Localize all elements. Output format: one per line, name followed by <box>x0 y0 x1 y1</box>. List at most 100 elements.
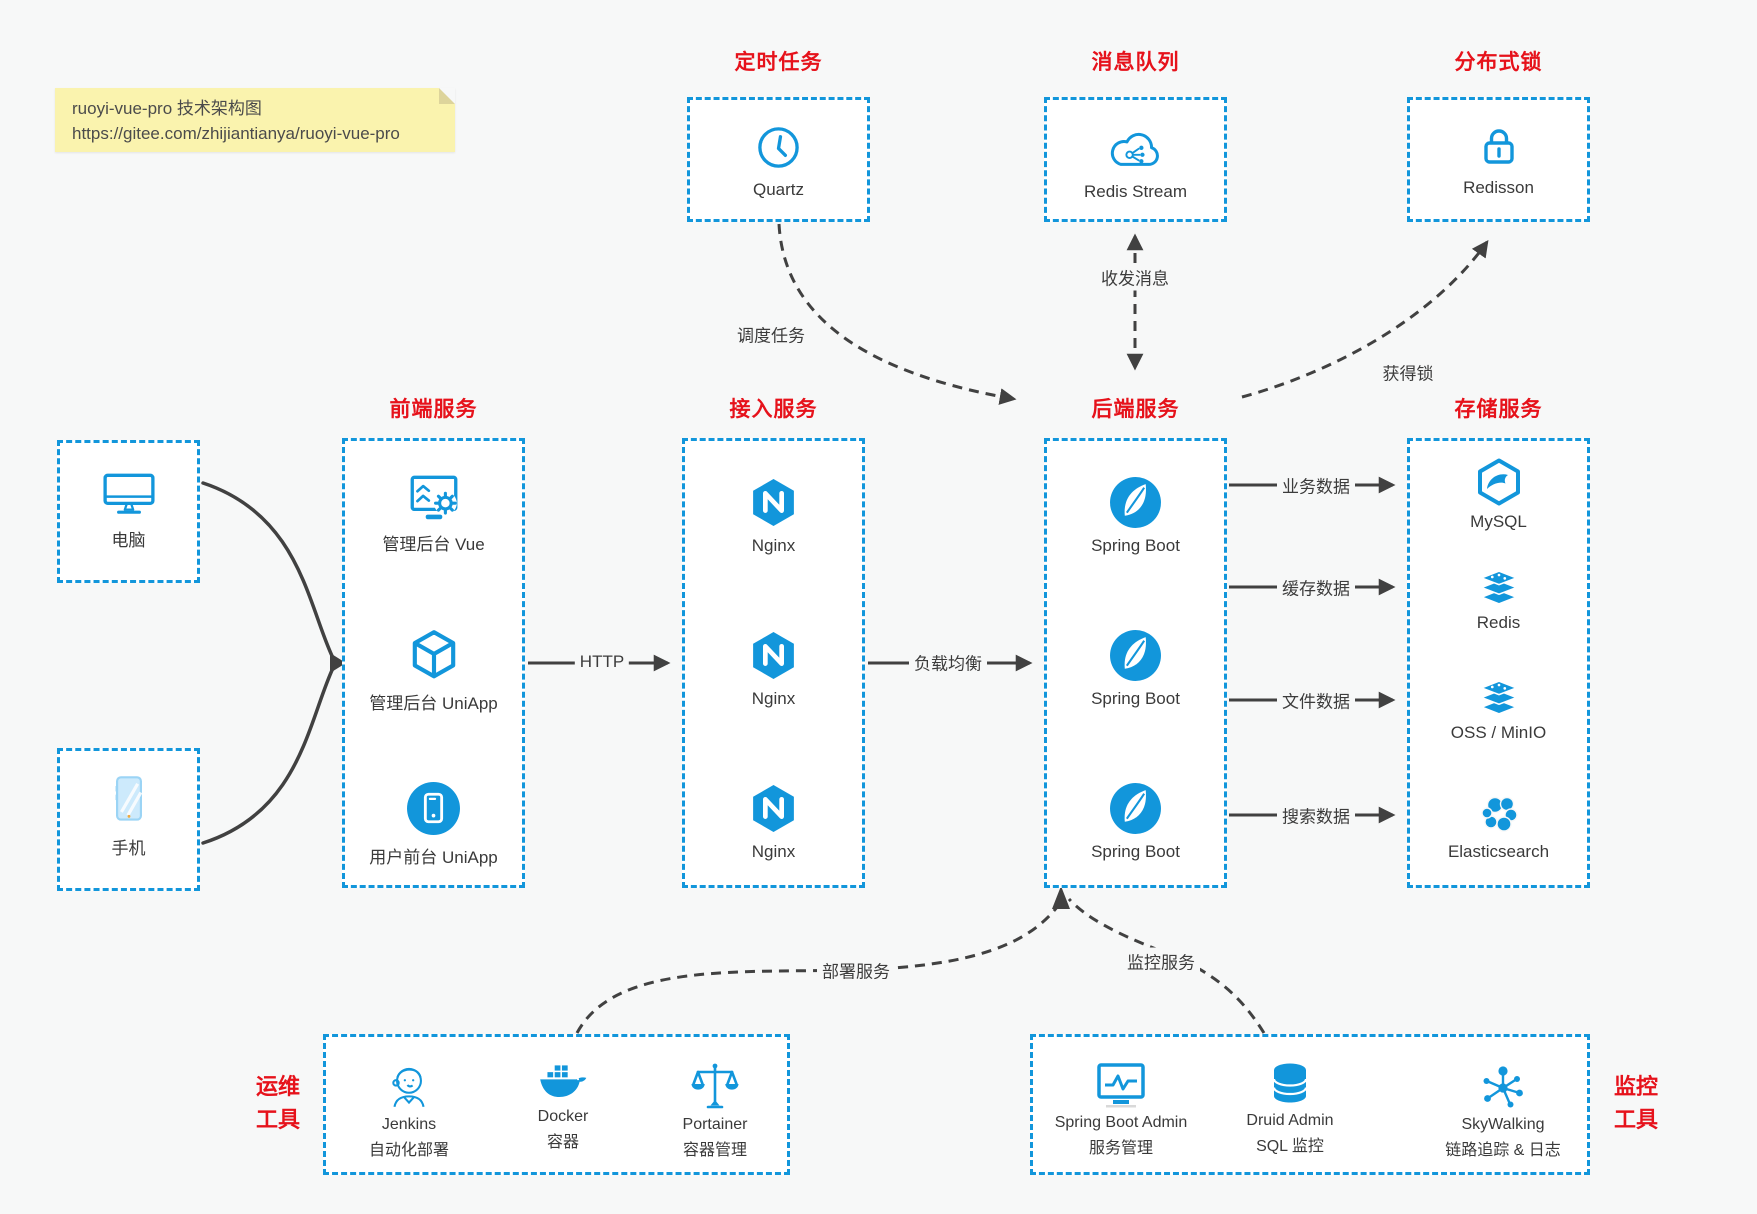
box-message-queue: Redis Stream <box>1044 97 1227 222</box>
arrow-phone-to-frontend <box>201 666 335 845</box>
box-access: Nginx Nginx Nginx <box>682 438 865 888</box>
note-url: https://gitee.com/zhijiantianya/ruoyi-vu… <box>72 123 400 143</box>
node-springboot-3: Spring Boot <box>1047 782 1224 862</box>
sticky-note: ruoyi-vue-pro 技术架构图 https://gitee.com/zh… <box>55 88 455 152</box>
mysql-icon <box>1474 457 1524 507</box>
edge-label-acquire-lock: 获得锁 <box>1377 358 1439 386</box>
node-redis: Redis <box>1410 569 1587 633</box>
smartphone-icon <box>103 773 155 825</box>
box-monitoring-tools: Spring Boot Admin 服务管理 Druid Admin SQL 监… <box>1030 1034 1590 1175</box>
node-label: Nginx <box>751 689 796 708</box>
springboot-admin-icon <box>1093 1061 1149 1109</box>
spring-boot-icon <box>1109 782 1162 835</box>
box-storage: MySQL Redis OSS / MinIO Elasticsearch <box>1407 438 1590 888</box>
node-label: Spring Boot <box>1091 689 1180 708</box>
node-label-line2: SQL 监控 <box>1256 1138 1324 1155</box>
node-skywalking: SkyWalking 链路追踪 & 日志 <box>1403 1061 1603 1163</box>
node-label-line1: Portainer <box>682 1116 748 1133</box>
group-title-frontend: 前端服务 <box>389 398 478 421</box>
nginx-icon <box>747 476 800 529</box>
jenkins-icon <box>382 1061 436 1111</box>
arrow-deploy-service <box>575 905 1060 1034</box>
node-user-uniapp: 用户前台 UniApp <box>345 781 522 868</box>
side-label-ops: 运维 工具 <box>255 1074 300 1132</box>
node-label: OSS / MinIO <box>1450 723 1547 742</box>
node-label: 管理后台 Vue <box>382 535 485 554</box>
admin-vue-icon <box>405 473 463 523</box>
box-backend: Spring Boot Spring Boot Spring Boot <box>1044 438 1227 888</box>
box-computer: 电脑 <box>57 440 200 583</box>
lock-icon <box>1475 123 1523 169</box>
node-druid-admin: Druid Admin SQL 监控 <box>1190 1061 1390 1159</box>
arrowhead-ops-to-backend <box>1052 886 1070 909</box>
node-label-redis-stream: Redis Stream <box>1084 182 1187 201</box>
edge-label-file-data: 文件数据 <box>1277 686 1355 714</box>
node-label-line1: Spring Boot Admin <box>1054 1114 1188 1131</box>
group-title-scheduled-task: 定时任务 <box>734 51 823 74</box>
portainer-icon <box>689 1061 741 1111</box>
edge-label-monitor-service: 监控服务 <box>1122 947 1200 975</box>
druid-icon <box>1265 1061 1315 1107</box>
spring-boot-icon <box>1109 476 1162 529</box>
docker-icon <box>535 1061 591 1103</box>
node-label: Spring Boot <box>1091 536 1180 555</box>
storage-stack-icon <box>1474 679 1524 718</box>
edge-label-http: HTTP <box>574 651 630 673</box>
redis-icon <box>1474 569 1524 608</box>
node-label-line2: 容器 <box>546 1134 579 1151</box>
node-label-line1: Druid Admin <box>1246 1112 1334 1129</box>
node-label: 管理后台 UniApp <box>369 694 498 713</box>
clock-icon <box>755 124 802 171</box>
group-title-access: 接入服务 <box>729 398 818 421</box>
note-title: ruoyi-vue-pro 技术架构图 <box>72 99 262 118</box>
node-label: MySQL <box>1470 512 1527 531</box>
node-label-line1: SkyWalking <box>1461 1116 1545 1133</box>
node-label-computer: 电脑 <box>111 531 146 550</box>
edge-label-schedule-task: 调度任务 <box>732 320 810 348</box>
box-scheduled-task: Quartz <box>687 97 870 222</box>
node-label-quartz: Quartz <box>752 180 805 199</box>
skywalking-icon <box>1477 1061 1529 1111</box>
node-portainer: Portainer 容器管理 <box>615 1061 815 1163</box>
nginx-icon <box>747 782 800 835</box>
node-label: Redis <box>1476 613 1521 632</box>
spring-boot-icon <box>1109 629 1162 682</box>
mobile-app-icon <box>406 781 461 836</box>
node-label-line2: 链路追踪 & 日志 <box>1445 1142 1561 1159</box>
node-jenkins: Jenkins 自动化部署 <box>309 1061 509 1163</box>
node-springboot-1: Spring Boot <box>1047 476 1224 556</box>
edge-label-deploy-service: 部署服务 <box>817 956 895 984</box>
box-ops-tools: Jenkins 自动化部署 Docker 容器 Portainer 容器管理 <box>323 1034 790 1175</box>
node-label: Nginx <box>751 536 796 555</box>
node-label: Nginx <box>751 842 796 861</box>
node-label-line2: 容器管理 <box>682 1142 747 1159</box>
group-title-distributed-lock: 分布式锁 <box>1454 51 1543 74</box>
box-frontend: 管理后台 Vue 管理后台 UniApp 用户前台 UniApp <box>342 438 525 888</box>
cloud-network-icon <box>1108 128 1164 173</box>
box-distributed-lock: Redisson <box>1407 97 1590 222</box>
elasticsearch-icon <box>1474 791 1524 837</box>
node-label-line1: Docker <box>537 1108 589 1125</box>
node-admin-vue: 管理后台 Vue <box>345 473 522 555</box>
edge-label-load-balance: 负载均衡 <box>909 648 987 676</box>
cube-icon <box>406 627 462 682</box>
arrow-schedule-task <box>777 223 1017 405</box>
side-label-monitoring: 监控 工具 <box>1613 1074 1658 1132</box>
node-label-redisson: Redisson <box>1463 178 1534 197</box>
node-nginx-3: Nginx <box>685 782 862 862</box>
node-label-phone: 手机 <box>111 839 146 858</box>
box-phone: 手机 <box>57 748 200 891</box>
edge-label-send-receive-message: 收发消息 <box>1096 263 1174 291</box>
group-title-message-queue: 消息队列 <box>1091 51 1180 74</box>
node-nginx-1: Nginx <box>685 476 862 556</box>
node-mysql: MySQL <box>1410 457 1587 532</box>
node-label-line2: 自动化部署 <box>368 1142 449 1159</box>
node-label: 用户前台 UniApp <box>369 848 498 867</box>
edge-label-search-data: 搜索数据 <box>1277 801 1355 829</box>
group-title-storage: 存储服务 <box>1454 398 1543 421</box>
node-nginx-2: Nginx <box>685 629 862 709</box>
node-elasticsearch: Elasticsearch <box>1410 791 1587 862</box>
arrow-acquire-lock <box>1241 239 1489 399</box>
nginx-icon <box>747 629 800 682</box>
